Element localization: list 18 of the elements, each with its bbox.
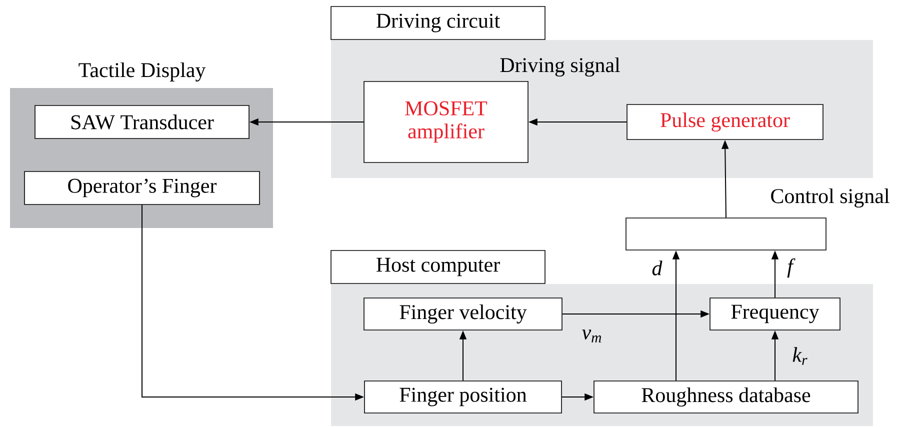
process-box: Finger position [364, 380, 562, 414]
heading: Driving signal [500, 57, 620, 77]
process-box [626, 218, 826, 250]
edge-label: d [652, 260, 662, 276]
edge-label: v$_{m}$ [582, 330, 602, 342]
process-box: Frequency [710, 298, 840, 330]
process-box: MOSFET amplifier [364, 81, 528, 163]
process-box: Operator’s Finger [24, 171, 260, 205]
process-box: Roughness database [594, 380, 858, 414]
edge-label: Control signal [771, 188, 890, 208]
process-box: Host computer [330, 250, 546, 284]
process-box: SAW Transducer [34, 105, 250, 139]
process-box: Driving circuit [330, 6, 546, 40]
edge-label: f [787, 258, 796, 278]
process-box: Pulse generator [626, 104, 824, 140]
edge-label: k$_{r}$ [792, 347, 808, 365]
process-box: Finger velocity [364, 298, 562, 330]
heading: Tactile Display [78, 62, 206, 82]
